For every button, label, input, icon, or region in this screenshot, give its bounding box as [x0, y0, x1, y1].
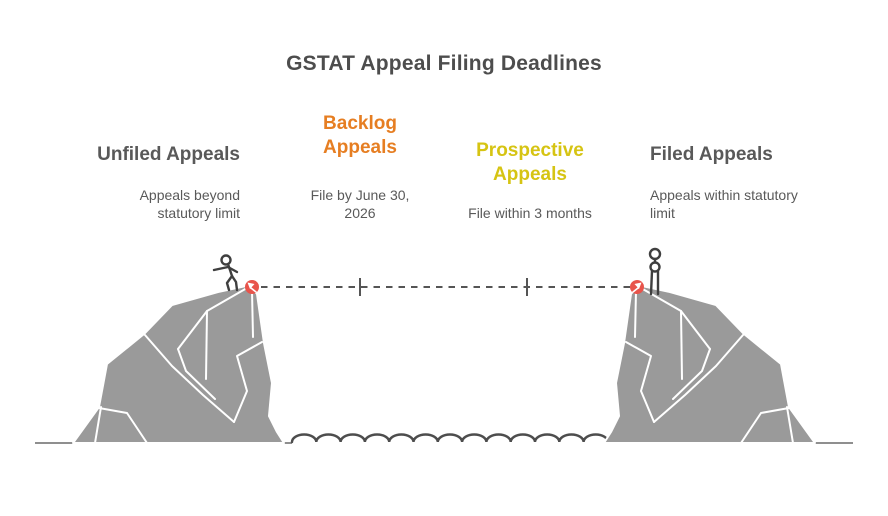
cliff-right-icon	[603, 285, 816, 444]
prospective-appeals-heading: Prospective Appeals	[476, 140, 584, 185]
filed-appeals-heading: Filed Appeals	[650, 144, 773, 165]
page-title: GSTAT Appeal Filing Deadlines	[286, 52, 602, 75]
backlog-appeals-heading: Backlog Appeals	[323, 113, 397, 158]
backlog-appeals-subtext: File by June 30, 2026	[310, 187, 410, 222]
hiker-walking-icon	[212, 254, 239, 292]
edge-marker-right-icon	[630, 280, 644, 294]
water-waves-icon	[290, 433, 610, 444]
unfiled-appeals-subtext: Appeals beyond statutory limit	[139, 187, 240, 222]
prospective-appeals-subtext: File within 3 months	[468, 205, 592, 221]
unfiled-appeals-heading: Unfiled Appeals	[97, 144, 240, 165]
gap-dashed-line	[261, 278, 630, 296]
person-standing-icon	[648, 247, 662, 296]
filed-appeals-subtext: Appeals within statutory limit	[650, 187, 798, 222]
edge-marker-left-icon	[245, 280, 259, 294]
cliff-left-icon	[72, 285, 285, 444]
